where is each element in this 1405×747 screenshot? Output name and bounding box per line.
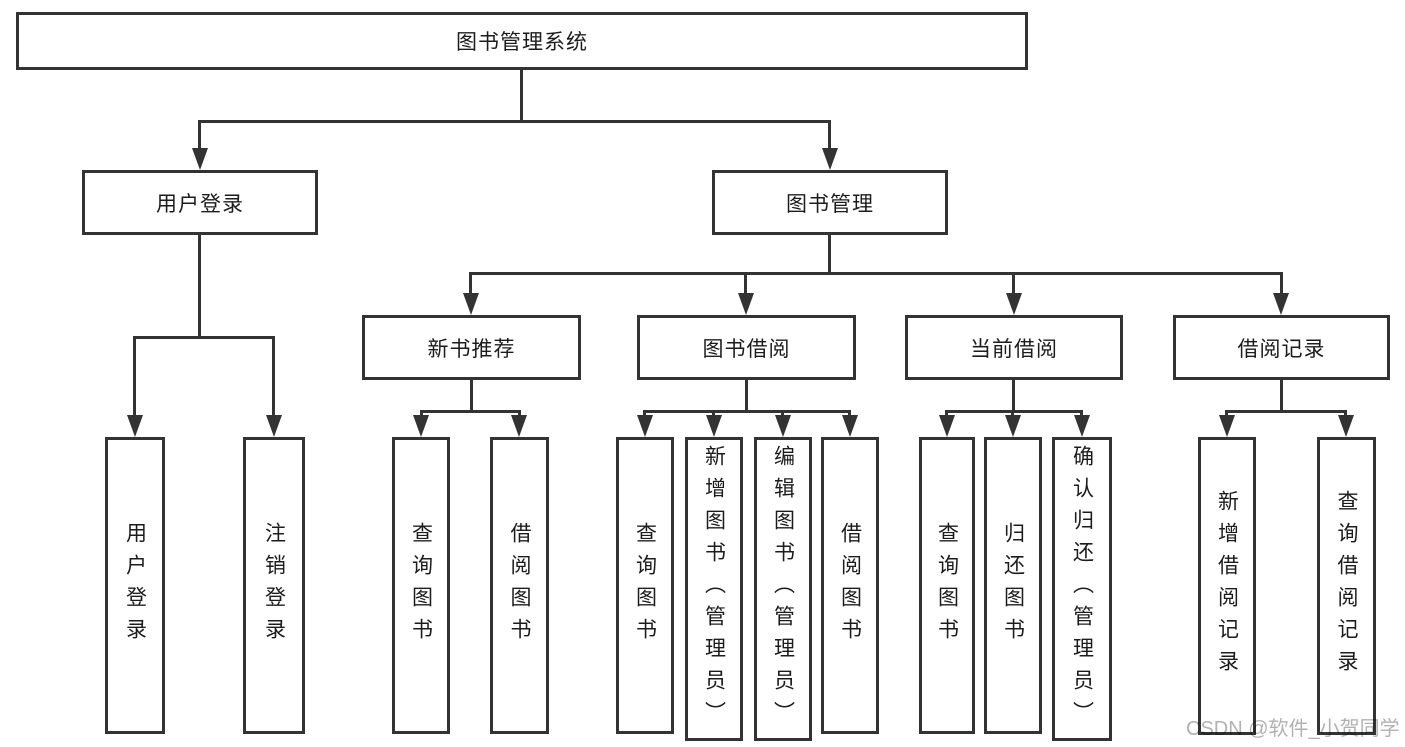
- node-label: 查询借阅记录: [1335, 490, 1358, 682]
- connector-to-current-borrowing: [1012, 272, 1015, 293]
- node-book-management: 图书管理: [712, 170, 948, 235]
- node-label: 新书推荐: [427, 337, 516, 361]
- connector-to-br-add: [1225, 410, 1228, 417]
- leaf-br-add-record: 新增借阅记录: [1198, 437, 1256, 735]
- arrow-down-icon: [706, 415, 722, 437]
- connector-to-cb-return: [1011, 410, 1014, 417]
- node-label: 借阅图书: [838, 521, 862, 650]
- node-label: 编辑图书（管理员）: [771, 445, 795, 733]
- node-current-borrowing: 当前借阅: [905, 315, 1123, 380]
- connector-cb-stem: [1012, 380, 1015, 410]
- connector-nbr-stem: [470, 380, 473, 410]
- node-label: 确认归还（管理员）: [1070, 445, 1094, 733]
- node-borrowing-records: 借阅记录: [1173, 315, 1390, 380]
- connector-br-rail: [1227, 410, 1347, 413]
- arrow-down-icon: [842, 415, 858, 437]
- connector-to-nbr-query: [420, 410, 423, 417]
- csdn-watermark: CSDN @软件_小贺同学: [1186, 718, 1400, 740]
- arrow-down-icon: [637, 415, 653, 437]
- connector-to-new-book-recommend: [469, 272, 472, 293]
- node-label: 新增借阅记录: [1215, 490, 1239, 682]
- connector-to-leaf-user-login: [133, 336, 136, 415]
- leaf-cb-confirm-return-admin: 确认归还（管理员）: [1052, 437, 1112, 741]
- arrow-down-icon: [127, 415, 143, 437]
- node-label: 新增图书（管理员）: [702, 445, 726, 733]
- arrow-down-icon: [775, 415, 791, 437]
- arrow-down-icon: [738, 293, 754, 315]
- connector-user-login-rail: [135, 336, 274, 339]
- arrow-down-icon: [939, 415, 955, 437]
- node-label: 用户登录: [123, 521, 147, 650]
- node-label: 用户登录: [156, 192, 244, 216]
- node-user-login: 用户登录: [82, 170, 318, 235]
- node-label: 查询图书: [409, 521, 433, 650]
- node-root-library-system: 图书管理系统: [16, 12, 1028, 70]
- node-label: 查询图书: [935, 521, 959, 650]
- connector-root-rail: [199, 120, 831, 123]
- node-label: 图书借阅: [702, 337, 791, 361]
- node-label: 图书管理: [786, 192, 874, 216]
- arrow-down-icon: [463, 293, 479, 315]
- arrow-down-icon: [1338, 415, 1354, 437]
- leaf-user-login: 用户登录: [105, 437, 165, 734]
- connector-book-mgmt-stem: [828, 235, 831, 272]
- connector-to-leaf-logout: [272, 336, 275, 415]
- connector-to-cb-query: [945, 410, 948, 417]
- node-label: 借阅图书: [508, 521, 531, 650]
- connector-nbr-rail: [421, 410, 520, 413]
- arrow-down-icon: [1273, 293, 1289, 315]
- connector-to-br-query: [1344, 410, 1347, 417]
- leaf-logout: 注销登录: [243, 437, 305, 734]
- leaf-cb-return-books: 归还图书: [984, 437, 1042, 734]
- node-label: 借阅记录: [1237, 337, 1326, 361]
- node-label: 注销登录: [262, 521, 286, 650]
- leaf-cb-query-books: 查询图书: [919, 437, 975, 734]
- arrow-down-icon: [192, 148, 208, 170]
- arrow-down-icon: [1219, 415, 1235, 437]
- node-label: 归还图书: [1001, 521, 1025, 650]
- arrow-down-icon: [1005, 415, 1021, 437]
- connector-to-user-login: [198, 120, 201, 148]
- arrow-down-icon: [413, 415, 429, 437]
- connector-br-stem: [1280, 380, 1283, 410]
- leaf-bb-borrow-books: 借阅图书: [821, 437, 879, 734]
- leaf-bb-query-books: 查询图书: [616, 437, 674, 734]
- connector-cb-rail: [947, 410, 1082, 413]
- connector-to-borrowing-records: [1280, 272, 1283, 293]
- leaf-nbr-borrow-books: 借阅图书: [490, 437, 549, 734]
- connector-book-mgmt-rail: [471, 272, 1282, 275]
- connector-to-bb-edit: [781, 410, 784, 417]
- node-label: 图书管理系统: [456, 31, 588, 54]
- connector-to-cb-confirm: [1080, 410, 1083, 417]
- connector-to-book-management: [828, 120, 831, 148]
- connector-bb-rail: [645, 410, 850, 413]
- arrow-down-icon: [266, 415, 282, 437]
- arrow-down-icon: [822, 148, 838, 170]
- connector-bb-stem: [745, 380, 748, 410]
- connector-to-bb-borrow: [848, 410, 851, 417]
- node-label: 当前借阅: [970, 337, 1058, 361]
- connector-to-bb-add: [712, 410, 715, 417]
- leaf-nbr-query-books: 查询图书: [392, 437, 450, 734]
- connector-root-stem: [520, 70, 523, 120]
- leaf-br-query-record: 查询借阅记录: [1317, 437, 1376, 735]
- connector-to-bb-query: [643, 410, 646, 417]
- leaf-bb-edit-books-admin: 编辑图书（管理员）: [754, 437, 812, 741]
- connector-to-book-borrowing: [744, 272, 747, 293]
- arrow-down-icon: [1074, 415, 1090, 437]
- connector-user-login-stem: [198, 235, 201, 336]
- node-new-book-recommend: 新书推荐: [362, 315, 581, 380]
- node-book-borrowing: 图书借阅: [637, 315, 856, 380]
- node-label: 查询图书: [633, 521, 657, 650]
- connector-to-nbr-borrow: [518, 410, 521, 417]
- arrow-down-icon: [511, 415, 527, 437]
- arrow-down-icon: [1006, 293, 1022, 315]
- leaf-bb-add-books-admin: 新增图书（管理员）: [685, 437, 743, 741]
